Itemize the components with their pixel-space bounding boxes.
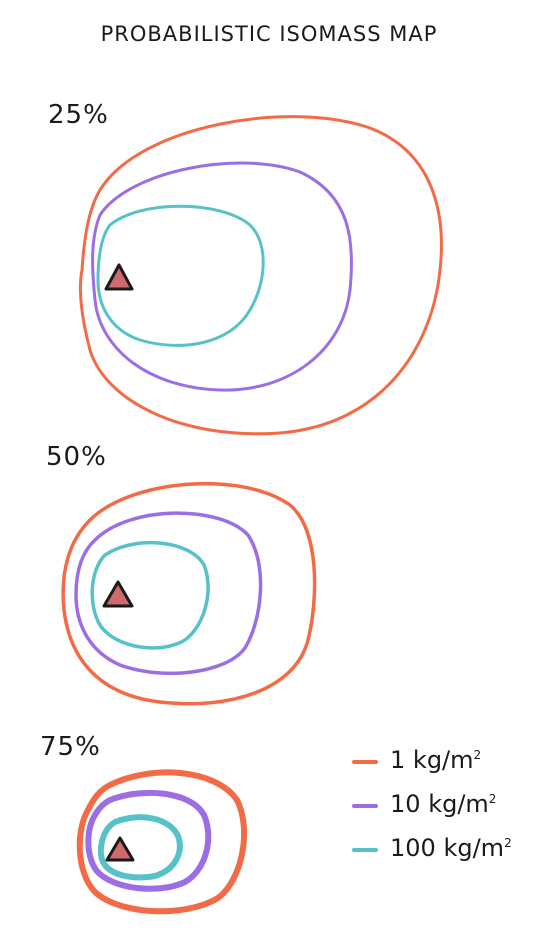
vent-marker-25 xyxy=(104,263,134,291)
contour-100kg-75 xyxy=(97,814,183,881)
contour-1kg-50 xyxy=(61,481,317,706)
legend-value-10kg: 10 xyxy=(390,790,421,818)
contour-1kg-75 xyxy=(76,769,247,915)
panel-label-75: 75% xyxy=(40,732,101,762)
panel-label-25: 25% xyxy=(48,100,109,130)
legend-exp-100kg: 2 xyxy=(504,836,512,850)
vent-marker-75 xyxy=(105,836,135,862)
contour-10kg-25 xyxy=(91,161,353,392)
legend-swatch-1kg xyxy=(352,760,378,764)
contour-1kg-25 xyxy=(78,115,443,436)
legend-item-100kg: 100 kg/m2 xyxy=(352,832,532,868)
legend-swatch-100kg xyxy=(352,848,378,852)
legend-exp-10kg: 2 xyxy=(488,792,497,806)
legend-unit-10kg: kg/m xyxy=(428,790,489,818)
legend-swatch-10kg xyxy=(352,804,378,808)
contour-10kg-75 xyxy=(85,789,212,892)
legend-item-10kg: 10 kg/m2 xyxy=(352,788,532,824)
panel-75 xyxy=(76,769,247,915)
contour-100kg-50 xyxy=(90,541,210,650)
legend-item-1kg: 1 kg/m2 xyxy=(352,744,532,780)
contour-10kg-50 xyxy=(74,511,263,676)
legend-label-10kg: 10 kg/m2 xyxy=(390,790,496,818)
legend-label-1kg: 1 kg/m2 xyxy=(390,746,481,774)
legend-unit-1kg: kg/m xyxy=(412,746,474,774)
legend-unit-100kg: kg/m xyxy=(443,834,505,862)
panel-label-50: 50% xyxy=(46,442,107,472)
legend-value-1kg: 1 xyxy=(390,746,406,774)
map-title: Probabilistic isomass map xyxy=(100,22,438,46)
legend-label-100kg: 100 kg/m2 xyxy=(390,834,512,862)
legend-exp-1kg: 2 xyxy=(473,748,482,762)
legend-value-100kg: 100 xyxy=(390,834,436,862)
contour-100kg-25 xyxy=(96,204,265,347)
panel-25 xyxy=(78,115,443,436)
vent-marker-50 xyxy=(102,580,134,608)
panel-50 xyxy=(61,481,317,706)
